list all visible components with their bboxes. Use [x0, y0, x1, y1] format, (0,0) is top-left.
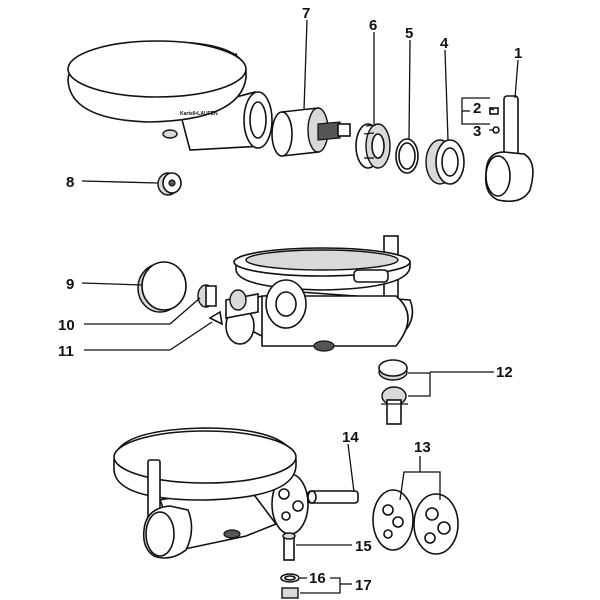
callout-12: 12 [496, 364, 513, 381]
part-2-grub-screw [489, 107, 499, 115]
callout-5: 5 [405, 25, 413, 42]
part-16-washer [280, 573, 300, 583]
part-11-plug [208, 310, 224, 326]
callout-13: 13 [414, 439, 431, 456]
part-1-lever-handle [484, 95, 534, 203]
callout-labels: 1 2 3 4 5 6 7 8 9 10 11 12 13 14 15 16 1… [58, 5, 522, 594]
callout-7: 7 [302, 5, 310, 22]
part-13-diverter-discs [372, 489, 459, 555]
callout-2: 2 [473, 100, 481, 117]
callout-8: 8 [66, 174, 74, 191]
part-14-spindle [307, 490, 359, 504]
part-12-check-valves [378, 359, 408, 425]
brand-logo: Kartell•LAUFEN [180, 111, 218, 117]
callout-15: 15 [355, 538, 372, 555]
part-9-end-cap [137, 261, 187, 313]
callout-11: 11 [58, 343, 74, 360]
middle-assembly [225, 235, 414, 352]
callout-14: 14 [342, 429, 359, 446]
callout-1: 1 [514, 45, 522, 62]
callout-10: 10 [58, 317, 75, 334]
callout-3: 3 [473, 123, 481, 140]
callout-9: 9 [66, 276, 74, 293]
part-15-screw [282, 532, 296, 561]
part-7-cartridge [271, 107, 351, 157]
callout-17: 17 [355, 577, 372, 594]
part-17-filter [281, 587, 299, 599]
top-assembly: Kartell•LAUFEN [67, 40, 273, 151]
part-8-threaded-insert [157, 172, 182, 196]
part-5-o-ring [395, 138, 419, 174]
callout-6: 6 [369, 17, 377, 34]
callout-4: 4 [440, 35, 449, 52]
part-6-threaded-nut [355, 123, 391, 169]
part-10-valve-insert [197, 284, 217, 308]
leader-lines [81, 19, 519, 594]
part-4-cover-cap [425, 139, 465, 185]
bottom-assembly [113, 427, 309, 559]
callout-16: 16 [309, 570, 326, 587]
part-3-screw [492, 126, 500, 134]
